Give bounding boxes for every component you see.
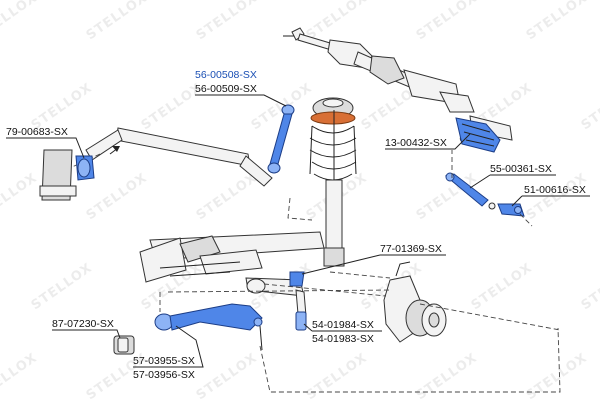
label-ball-joint: 77-01369-SX bbox=[380, 243, 442, 255]
watermark-text: STELLOX bbox=[0, 0, 40, 43]
watermark-text: STELLOX bbox=[84, 0, 151, 43]
label-stabilizer-link-1: 56-00508-SX bbox=[195, 69, 257, 81]
lower-arm-part bbox=[154, 303, 263, 351]
label-steering-boot: 13-00432-SX bbox=[385, 137, 447, 149]
label-stabilizer-bushing: 79-00683-SX bbox=[6, 126, 68, 138]
watermark-text: STELLOX bbox=[0, 350, 40, 400]
arm-bushing-part bbox=[113, 335, 135, 355]
label-lower-arm-1: 57-03955-SX bbox=[133, 355, 195, 367]
label-tie-rod-end: 51-00616-SX bbox=[524, 184, 586, 196]
watermark-text: STELLOX bbox=[579, 260, 600, 313]
stabilizer-link-part bbox=[267, 104, 295, 174]
watermark-text: STELLOX bbox=[304, 350, 371, 400]
label-stabilizer-link-2: 56-00509-SX bbox=[195, 83, 257, 95]
label-lower-arm-2: 57-03956-SX bbox=[133, 369, 195, 381]
watermark-text: STELLOX bbox=[194, 350, 261, 400]
watermark-text: STELLOX bbox=[524, 350, 591, 400]
steering-rack bbox=[283, 27, 513, 150]
knuckle-hub bbox=[383, 261, 447, 343]
guide-lines bbox=[159, 197, 561, 393]
leader-lines bbox=[6, 94, 590, 368]
watermark-text: STELLOX bbox=[524, 0, 591, 43]
control-arm-part bbox=[245, 271, 307, 331]
label-control-arm-2: 54-01983-SX bbox=[312, 333, 374, 345]
watermark-text: STELLOX bbox=[304, 0, 371, 43]
watermark-text: STELLOX bbox=[29, 260, 96, 313]
watermark-text: STELLOX bbox=[414, 350, 481, 400]
watermark-text: STELLOX bbox=[414, 0, 481, 43]
label-inner-tie-rod: 55-00361-SX bbox=[490, 163, 552, 175]
watermark-text: STELLOX bbox=[469, 260, 536, 313]
watermark-text: STELLOX bbox=[0, 170, 40, 223]
label-arm-bushing: 87-07230-SX bbox=[52, 318, 114, 330]
watermark-text: STELLOX bbox=[194, 170, 261, 223]
label-control-arm-1: 54-01984-SX bbox=[312, 319, 374, 331]
tie-rod-end-part bbox=[497, 203, 525, 217]
watermark-text: STELLOX bbox=[194, 0, 261, 43]
stabilizer-bushing-part bbox=[39, 149, 95, 201]
steering-boot-part bbox=[455, 117, 501, 153]
subframe bbox=[139, 231, 325, 283]
watermark-text: STELLOX bbox=[524, 170, 591, 223]
watermark-text: STELLOX bbox=[579, 80, 600, 133]
